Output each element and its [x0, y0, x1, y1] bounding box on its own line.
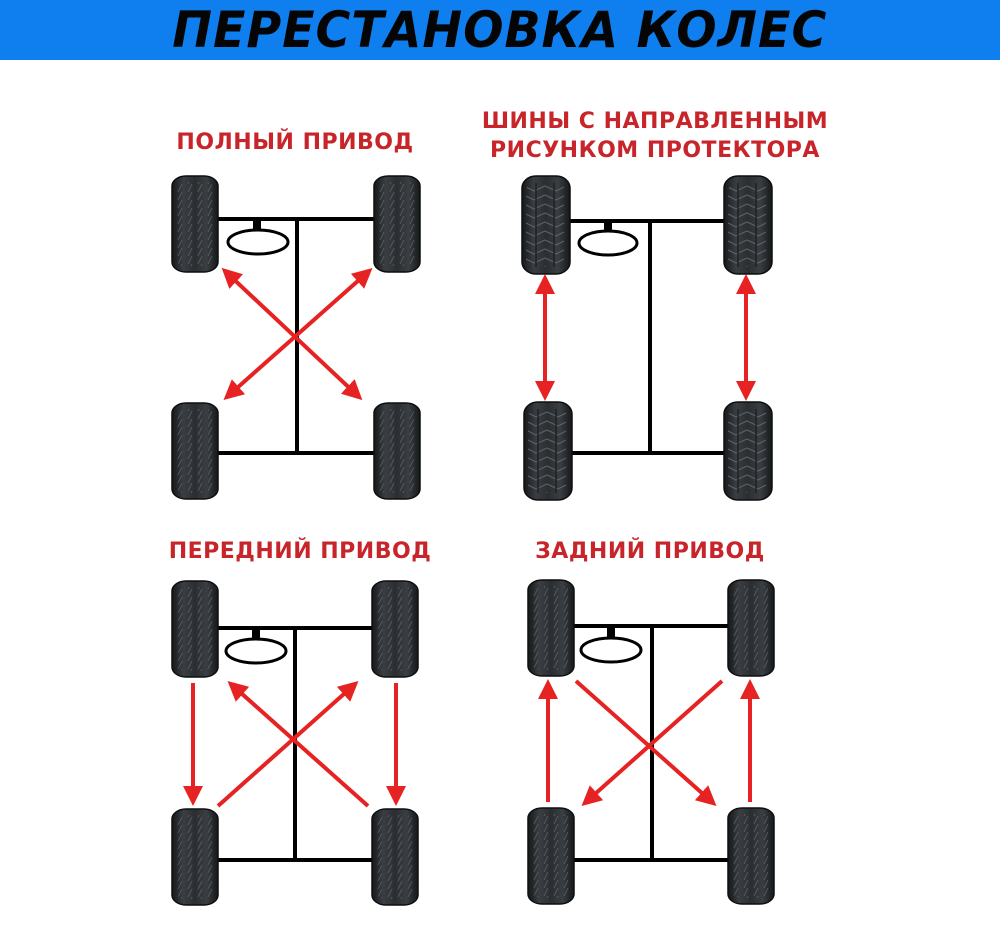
tire-rear-right-icon	[373, 402, 421, 500]
panel-rwd	[527, 579, 775, 905]
arrow-fl-rr-icon	[221, 267, 363, 401]
panel-title-directional-line2: РИСУНКОМ ПРОТЕКТОРА	[490, 138, 820, 163]
panel-awd	[171, 175, 421, 500]
tire-rear-right-icon	[371, 808, 419, 906]
chassis	[214, 626, 376, 862]
panel-title-directional-line1: ШИНЫ С НАПРАВЛЕННЫМ	[481, 109, 829, 134]
arrow-rl-to-fr-icon	[216, 681, 359, 808]
panel-title-fwd-text: ПЕРЕДНИЙ ПРИВОД	[168, 539, 432, 564]
panel-directional	[521, 175, 773, 501]
tire-front-left-icon	[521, 175, 571, 275]
tire-front-left-icon	[171, 580, 219, 678]
tire-front-right-icon	[373, 175, 421, 273]
tire-rear-left-icon	[171, 808, 219, 906]
panel-title-directional: ШИНЫ С НАПРАВЛЕННЫМ РИСУНКОМ ПРОТЕКТОРА	[460, 107, 850, 165]
steering-wheel-icon	[579, 628, 643, 664]
arrow-fr-rl-icon	[223, 268, 373, 400]
panel-title-rwd: ЗАДНИЙ ПРИВОД	[500, 537, 800, 566]
rotation-arrows	[538, 679, 760, 806]
steering-wheel-icon	[577, 222, 639, 257]
panel-title-rwd-text: ЗАДНИЙ ПРИВОД	[535, 539, 765, 564]
tire-front-right-icon	[371, 580, 419, 678]
chassis	[568, 219, 728, 455]
steering-wheel-icon	[224, 630, 288, 665]
tire-front-right-icon	[727, 579, 775, 677]
panel-title-awd-text: ПОЛНЫЙ ПРИВОД	[176, 130, 414, 155]
panel-fwd	[171, 580, 419, 906]
page-title: ПЕРЕСТАНОВКА КОЛЕС	[172, 1, 828, 59]
tire-front-right-icon	[723, 175, 773, 275]
tire-rear-right-icon	[723, 401, 773, 501]
arrow-rr-to-fl-icon	[227, 681, 370, 808]
tire-front-left-icon	[527, 579, 575, 677]
panel-title-fwd: ПЕРЕДНИЙ ПРИВОД	[150, 537, 450, 566]
tire-front-left-icon	[171, 175, 219, 273]
header-banner: ПЕРЕСТАНОВКА КОЛЕС	[0, 0, 1000, 60]
arrow-fl-to-rr-icon	[574, 679, 717, 806]
arrow-fr-to-rl-icon	[581, 679, 724, 806]
tire-rear-left-icon	[171, 402, 219, 500]
steering-wheel-icon	[226, 220, 290, 256]
tire-rear-left-icon	[523, 401, 573, 501]
panel-title-awd: ПОЛНЫЙ ПРИВОД	[150, 128, 440, 157]
tire-rear-right-icon	[727, 807, 775, 905]
rotation-arrows	[183, 681, 406, 808]
rotation-arrows	[535, 274, 756, 401]
rotation-arrows	[221, 267, 373, 401]
tire-rear-left-icon	[527, 807, 575, 905]
